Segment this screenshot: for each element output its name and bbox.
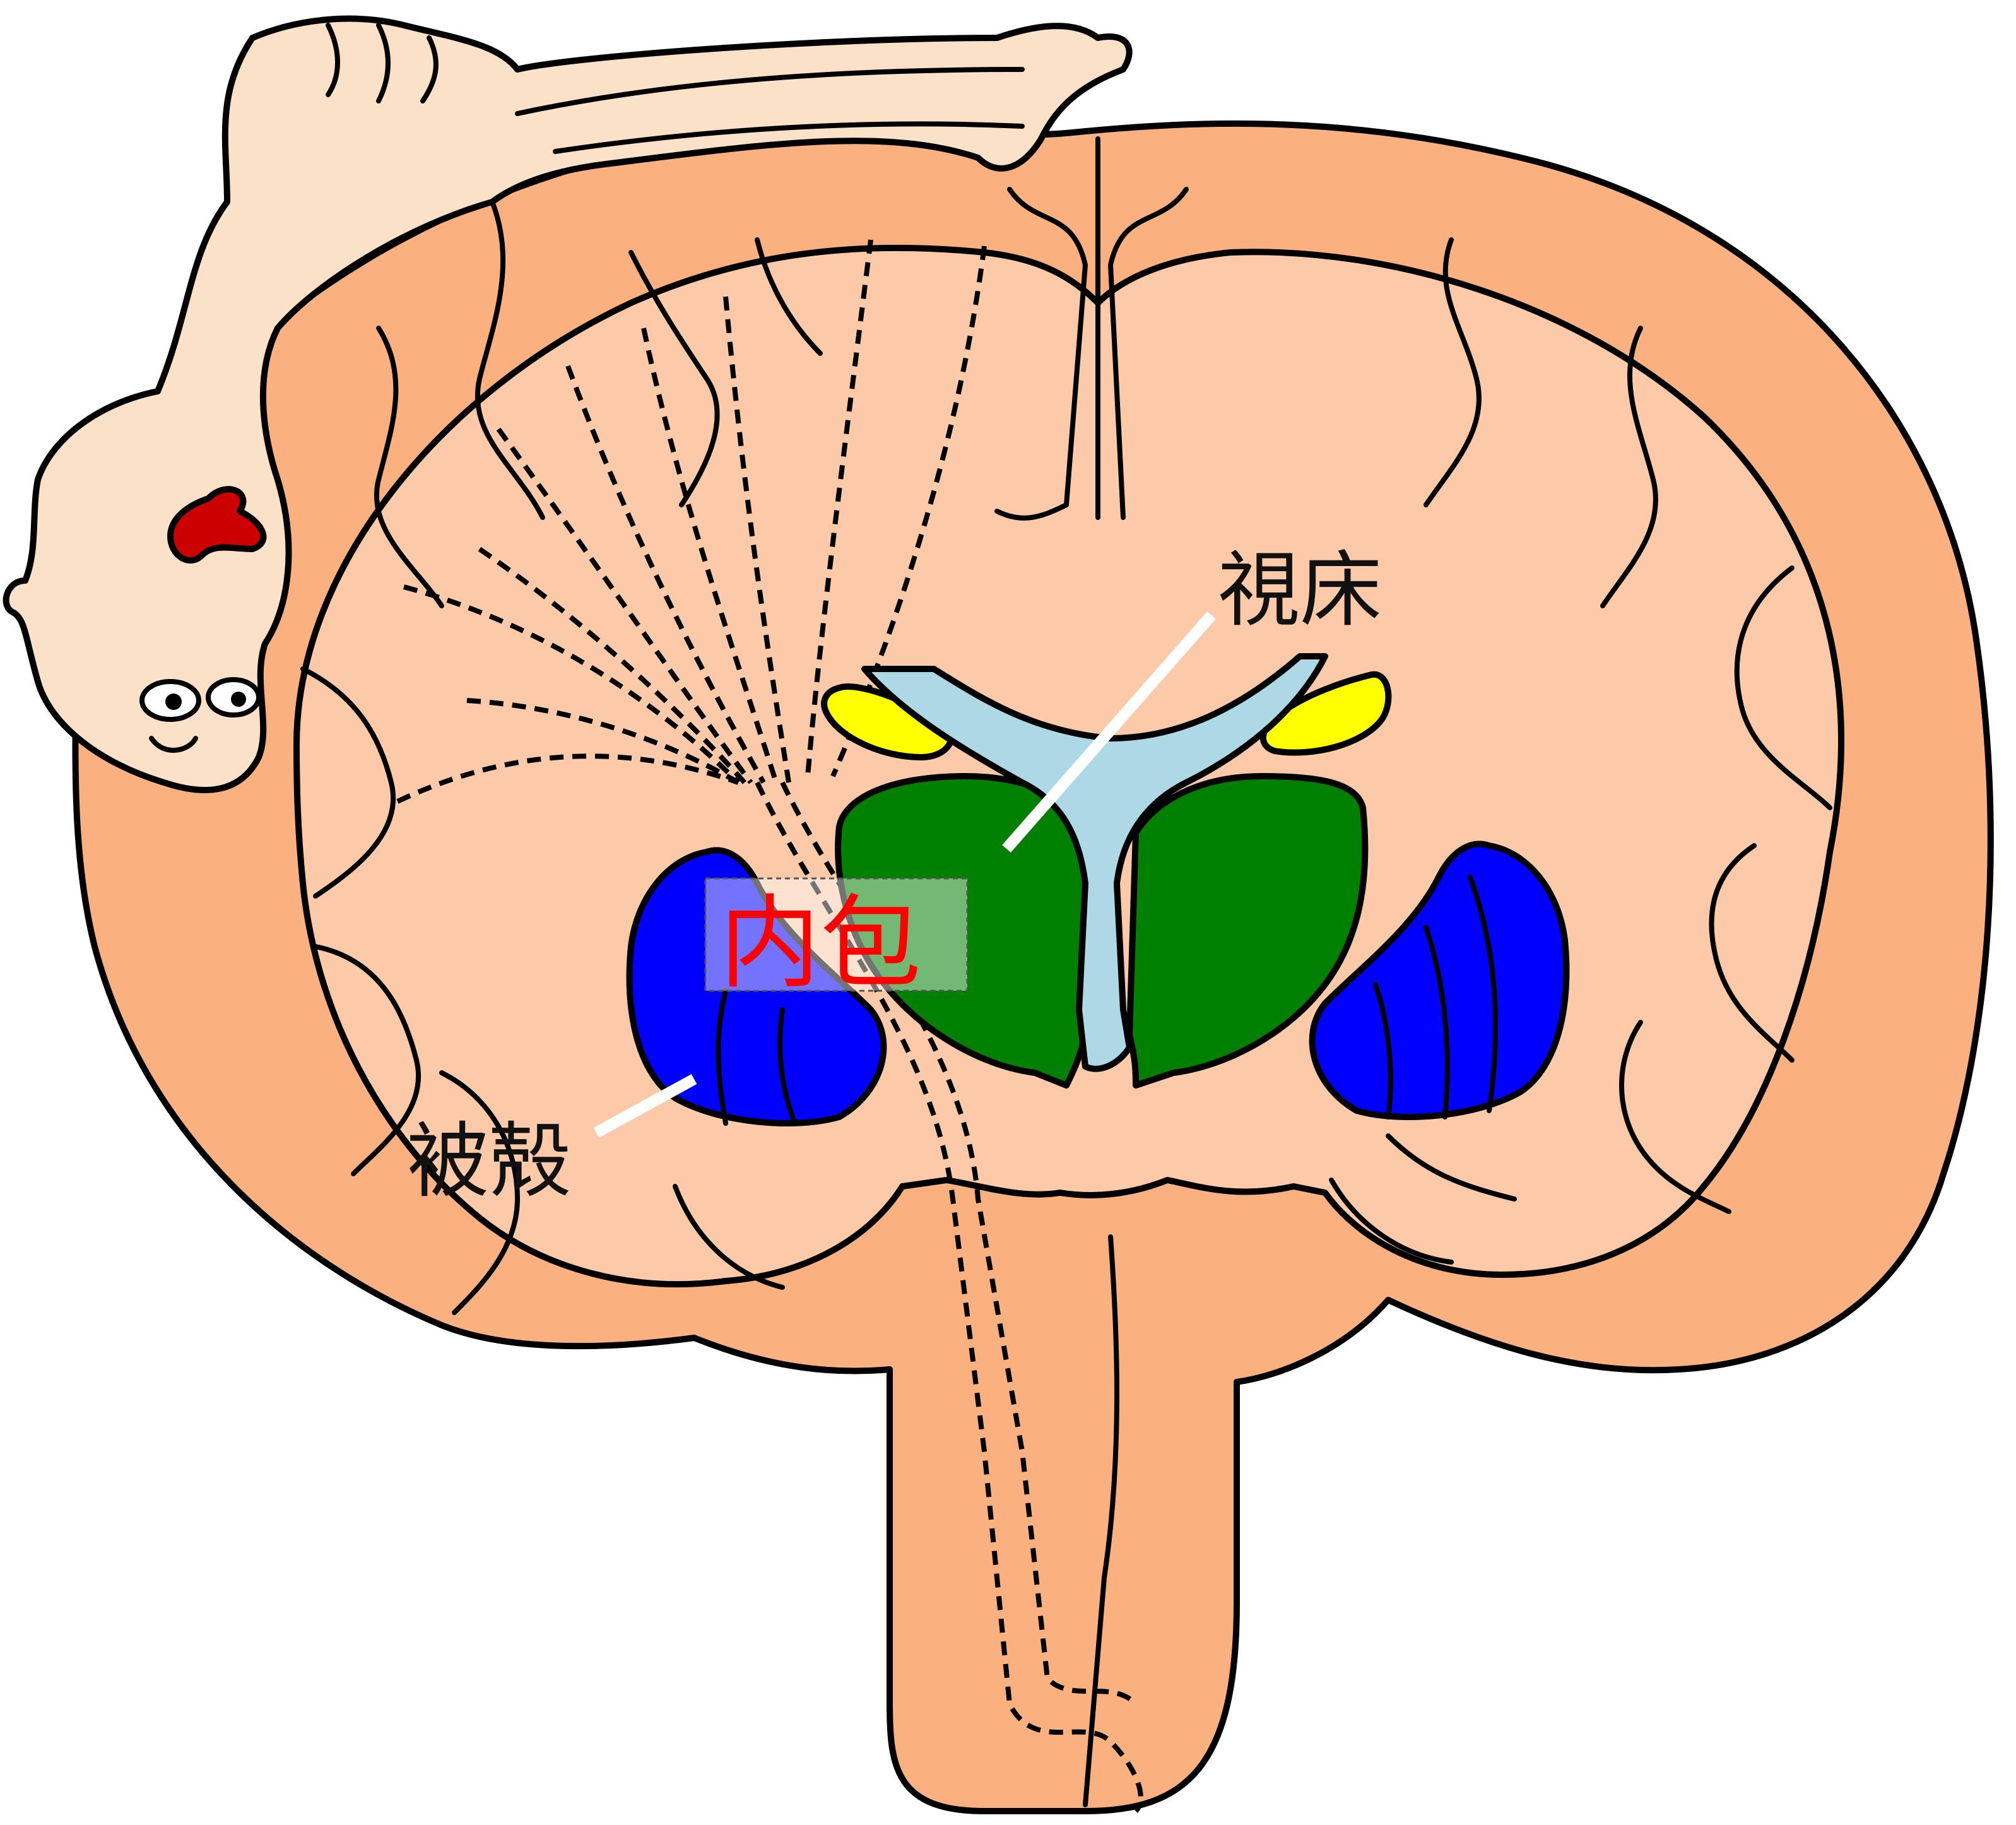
putamen-pointer: [593, 1074, 697, 1138]
thalamus-right: [1126, 773, 1369, 1089]
caudate-right: [1259, 671, 1392, 756]
homunculus-body: [3, 15, 1133, 793]
homunculus-pupil-left: [165, 694, 182, 710]
internal-capsule-highlight: [704, 877, 969, 992]
thalamus-label: 視床: [1218, 542, 1382, 638]
temporal-sulci: [673, 1178, 1454, 1807]
homunculus-smile: [149, 736, 198, 753]
ventricles: [861, 653, 1328, 1072]
homunculus-fingers: [326, 23, 439, 103]
sulci-left: [300, 199, 823, 1315]
internal-capsule-label: 内包: [719, 884, 921, 1002]
homunculus-mouth: [167, 486, 267, 564]
homunculus-leg-line: [515, 67, 1025, 154]
thalamus-pointer: [1002, 611, 1216, 853]
thalamus-left: [835, 773, 1095, 1089]
putamen-left: [626, 847, 887, 1126]
longitudinal-fissure: [994, 136, 1189, 521]
putamen-label: 被殻: [407, 1113, 571, 1209]
putamen-striations: [716, 875, 1498, 1126]
homunculus: [3, 15, 1133, 793]
sulci-right: [1386, 237, 1832, 1214]
homunculus-pupil-right: [231, 692, 246, 707]
